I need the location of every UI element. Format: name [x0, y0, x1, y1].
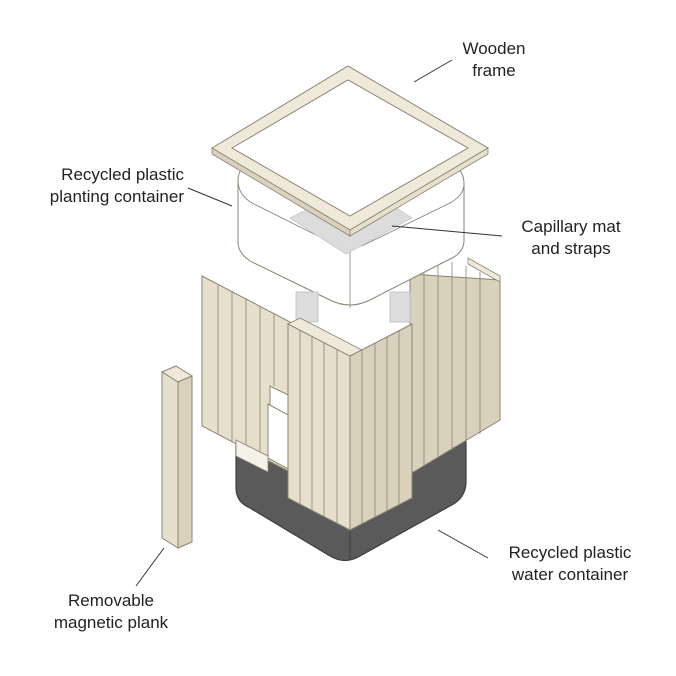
- leader-line-planting-container: [187, 187, 233, 207]
- capillary-strap: [295, 291, 319, 323]
- label-planting-container-line2: planting container: [49, 187, 184, 206]
- leader-line-wooden-frame: [413, 59, 453, 83]
- leader-line-water-container: [437, 529, 489, 559]
- capillary-strap: [389, 291, 411, 323]
- label-magnetic-plank: Removable magnetic plank: [38, 590, 184, 634]
- label-wooden-frame-line2: frame: [472, 61, 516, 80]
- label-planting-container: Recycled plastic planting container: [18, 164, 184, 208]
- label-planting-container-line1: Recycled plastic: [61, 165, 184, 184]
- wooden-frame: [211, 65, 489, 237]
- removable-magnetic-plank: [160, 365, 194, 549]
- label-water-container-line1: Recycled plastic: [508, 543, 632, 562]
- label-capillary-mat-line2: and straps: [531, 239, 611, 258]
- label-water-container: Recycled plastic water container: [492, 542, 648, 586]
- leader-line-magnetic-plank: [135, 547, 165, 587]
- leader-lines: [135, 59, 503, 587]
- back-right-wall: [409, 257, 501, 475]
- leader-line-capillary-mat: [391, 225, 503, 237]
- plank-opening: [235, 403, 291, 473]
- label-wooden-frame-line1: Wooden: [462, 39, 526, 58]
- label-magnetic-plank-line1: Removable: [68, 591, 154, 610]
- label-wooden-frame: Wooden frame: [452, 38, 536, 82]
- label-magnetic-plank-line2: magnetic plank: [53, 613, 169, 632]
- label-water-container-line2: water container: [511, 565, 629, 584]
- label-capillary-mat: Capillary mat and straps: [504, 216, 638, 260]
- label-capillary-mat-line1: Capillary mat: [521, 217, 621, 236]
- front-right-wall: [349, 323, 413, 531]
